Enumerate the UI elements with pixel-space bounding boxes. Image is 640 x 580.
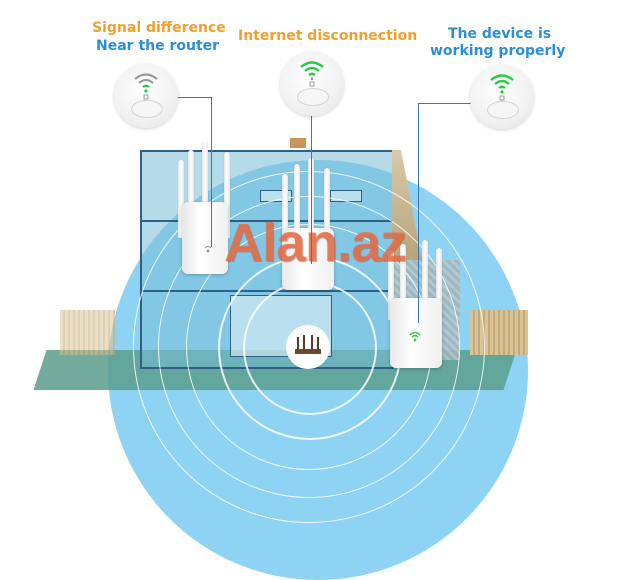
router [286,325,330,369]
wifi-status-icon [204,246,212,253]
connector-left [176,97,212,98]
wifi-full-icon [490,74,514,101]
extender-left [176,142,236,277]
left-fence [60,310,115,355]
connector-right [418,103,473,104]
connector-left-vertical [211,97,212,247]
router-icon [295,335,321,354]
caption-working-properly: working properly [430,43,566,59]
status-indicator-weak-signal [114,64,178,128]
connector-middle [311,114,312,264]
caption-signal-difference: Signal difference [92,20,226,36]
connector-right-vertical [418,103,419,323]
caption-internet-disconnection: Internet disconnection [238,28,418,44]
extender-right [384,240,448,370]
wps-button [131,100,163,118]
status-indicator-working [470,65,534,129]
caption-device-is: The device is [448,26,552,42]
status-indicator-disconnected [280,52,344,116]
wifi-weak-icon [134,73,158,100]
watermark: Alan.az [224,213,407,273]
chimney [290,138,306,148]
wifi-status-icon [409,331,421,342]
wifi-full-icon [300,61,324,87]
wps-button [297,88,329,106]
wps-button [487,101,519,119]
caption-near-router: Near the router [96,38,220,54]
